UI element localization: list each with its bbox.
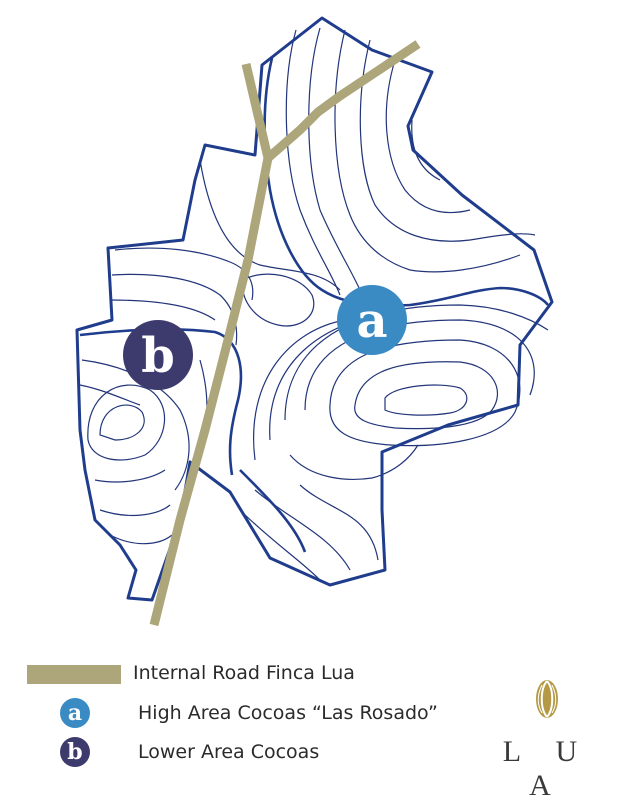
legend-b: b Lower Area Cocoas xyxy=(60,737,319,767)
contour-line xyxy=(109,299,216,321)
contour-line xyxy=(254,489,351,571)
property-boundary xyxy=(75,16,554,602)
contour-line xyxy=(111,273,238,346)
contour-line xyxy=(199,159,341,291)
contour-line xyxy=(354,361,499,430)
legend-a-label: High Area Cocoas “Las Rosado” xyxy=(138,702,438,724)
legend-road-label: Internal Road Finca Lua xyxy=(133,662,355,684)
contour-line xyxy=(285,29,341,296)
marker-a-letter: a xyxy=(356,293,387,349)
contour-line xyxy=(94,469,166,483)
contour-line xyxy=(239,509,321,581)
legend-a: a High Area Cocoas “Las Rosado” xyxy=(60,698,438,728)
contour-line xyxy=(242,273,315,327)
brand-name: L U A xyxy=(502,735,592,802)
marker-a[interactable]: a xyxy=(337,285,407,355)
contour-line xyxy=(384,384,468,416)
legend-marker-b-letter: b xyxy=(67,739,83,765)
contour-line xyxy=(304,319,535,411)
topographic-map: a b xyxy=(75,16,554,627)
contour-line xyxy=(99,504,171,516)
internal-road-branch xyxy=(265,40,421,162)
contour-line xyxy=(253,319,346,461)
contour-line xyxy=(385,59,471,214)
contour-line xyxy=(308,27,361,291)
legend-marker-a-letter: a xyxy=(67,700,83,726)
contour-line xyxy=(114,247,254,301)
contour-line xyxy=(289,444,419,480)
contour-line xyxy=(411,119,441,181)
contour-line xyxy=(99,404,145,441)
legend-road: Internal Road Finca Lua xyxy=(133,662,355,684)
legend-b-label: Lower Area Cocoas xyxy=(138,741,320,763)
thick-contour-line xyxy=(239,469,307,553)
brand-logo: L U A xyxy=(487,675,607,802)
contour-line xyxy=(299,484,379,561)
contour-line xyxy=(284,304,549,421)
legend-marker-b: b xyxy=(60,737,90,767)
contour-line xyxy=(334,29,521,273)
marker-b[interactable]: b xyxy=(123,320,193,390)
cocoa-pod-icon xyxy=(536,680,558,718)
marker-b-letter: b xyxy=(141,328,175,384)
contour-line xyxy=(87,384,165,461)
contour-line xyxy=(109,534,173,545)
contour-line xyxy=(79,384,141,406)
contour-line xyxy=(359,39,536,242)
road-swatch xyxy=(27,665,121,684)
contour-line xyxy=(81,359,190,491)
legend-marker-a: a xyxy=(60,698,90,728)
